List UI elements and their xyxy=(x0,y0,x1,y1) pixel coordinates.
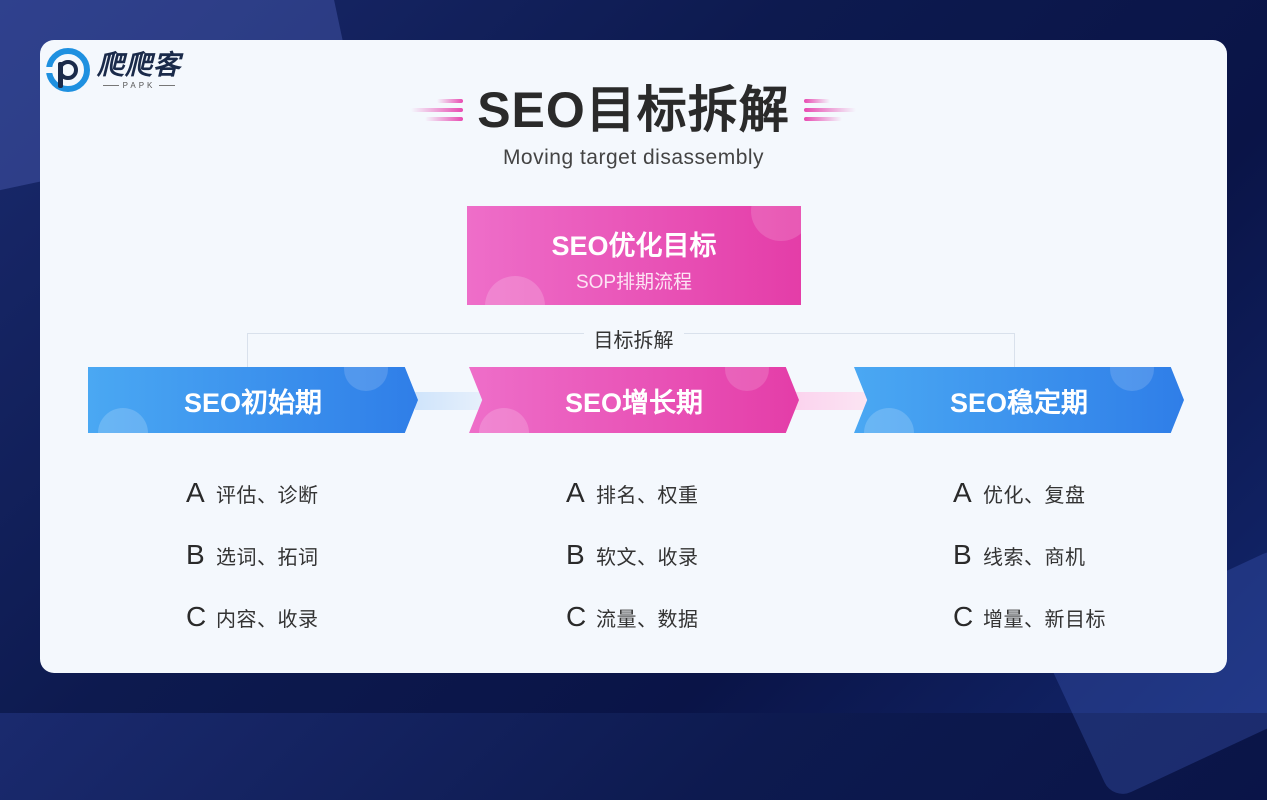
slide-card: 爬爬客 PAPK SEO目标拆解 Moving target disassemb… xyxy=(40,40,1227,673)
page-subtitle: Moving target disassembly xyxy=(502,146,765,169)
item-text: 软文、收录 xyxy=(596,546,699,569)
title-decoration-left xyxy=(411,99,464,121)
phase-label: SEO初始期 xyxy=(183,387,323,418)
phase-initial: SEO初始期 xyxy=(88,367,418,433)
logo-subtitle: PAPK xyxy=(103,81,176,90)
list-item: A 排名、权重 xyxy=(566,462,699,524)
list-item: B 软文、收录 xyxy=(566,524,699,586)
phase-initial-list: A 评估、诊断 B 选词、拓词 C 内容、收录 xyxy=(186,462,319,648)
goal-subtitle: SOP排期流程 xyxy=(575,272,693,293)
item-letter: C xyxy=(186,601,207,632)
goal-title: SEO优化目标 xyxy=(551,231,717,261)
connector-label: 目标拆解 xyxy=(583,330,684,352)
item-text: 流量、数据 xyxy=(596,608,699,631)
item-text: 增量、新目标 xyxy=(983,608,1106,631)
list-item: A 评估、诊断 xyxy=(186,462,319,524)
item-text: 排名、权重 xyxy=(596,484,699,507)
item-letter: C xyxy=(566,601,587,632)
list-item: B 选词、拓词 xyxy=(186,524,319,586)
phase-label: SEO稳定期 xyxy=(949,387,1089,418)
item-letter: A xyxy=(953,477,972,508)
item-letter: A xyxy=(566,477,585,508)
logo: 爬爬客 PAPK xyxy=(45,47,181,93)
item-text: 优化、复盘 xyxy=(983,484,1086,507)
phase-label: SEO增长期 xyxy=(564,387,704,418)
item-text: 线索、商机 xyxy=(983,546,1086,569)
list-item: C 流量、数据 xyxy=(566,586,699,648)
item-letter: A xyxy=(186,477,205,508)
list-item: B 线索、商机 xyxy=(953,524,1106,586)
list-item: C 内容、收录 xyxy=(186,586,319,648)
connector-band xyxy=(795,392,870,410)
item-letter: C xyxy=(953,601,974,632)
list-item: C 增量、新目标 xyxy=(953,586,1106,648)
papk-logo-icon xyxy=(45,48,90,92)
title-decoration-right xyxy=(803,99,856,121)
item-text: 选词、拓词 xyxy=(216,546,319,569)
item-letter: B xyxy=(186,539,205,570)
item-text: 内容、收录 xyxy=(216,608,319,631)
item-text: 评估、诊断 xyxy=(216,484,319,507)
connector-band xyxy=(415,392,485,410)
phase-growth: SEO增长期 xyxy=(469,367,799,433)
goal-box: SEO优化目标 SOP排期流程 xyxy=(467,206,801,305)
list-item: A 优化、复盘 xyxy=(953,462,1106,524)
phase-growth-list: A 排名、权重 B 软文、收录 C 流量、数据 xyxy=(566,462,699,648)
logo-name: 爬爬客 xyxy=(97,49,181,81)
phase-stable: SEO稳定期 xyxy=(854,367,1184,433)
page-title: SEO目标拆解 xyxy=(477,82,790,138)
item-letter: B xyxy=(566,539,585,570)
phase-stable-list: A 优化、复盘 B 线索、商机 C 增量、新目标 xyxy=(953,462,1106,648)
item-letter: B xyxy=(953,539,972,570)
